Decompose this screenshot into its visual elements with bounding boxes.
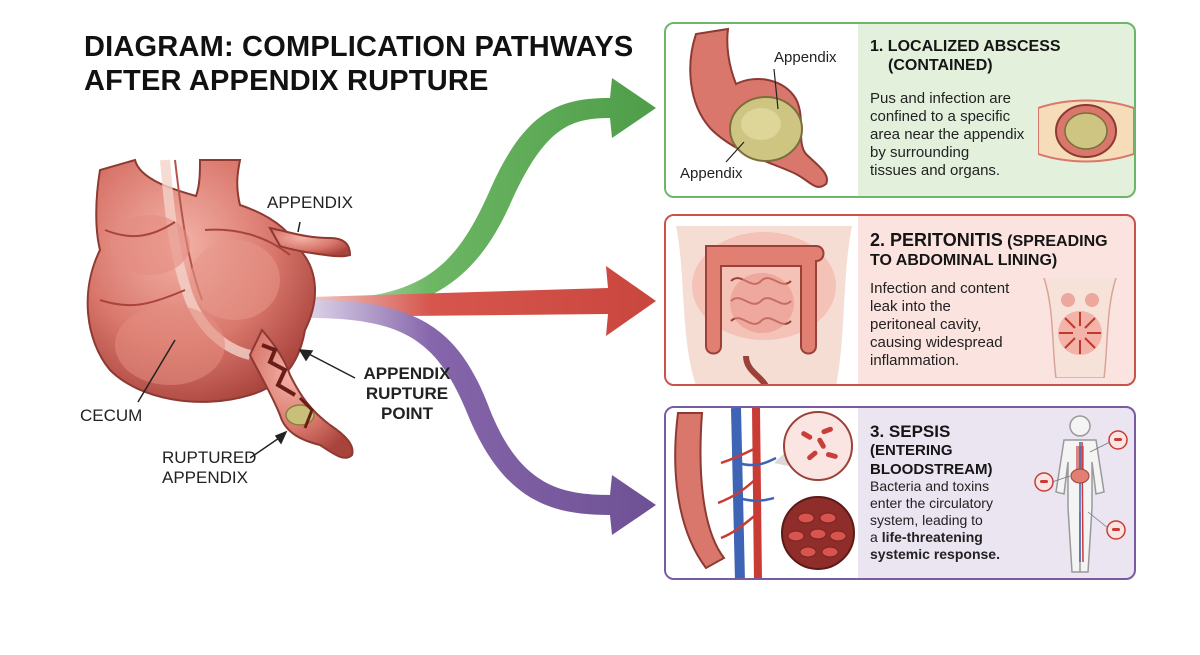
sepsis-description: Bacteria and toxins enter the circulator… (870, 478, 1040, 563)
abscess-title-line-2: (CONTAINED) (888, 57, 993, 74)
cecum-label: CECUM (80, 406, 143, 425)
arrow-abscess-pathway (310, 78, 656, 318)
peritonitis-panel: 2. PERITONITIS (SPREADING TO ABDOMINAL L… (664, 214, 1136, 386)
peritonitis-text: 2. PERITONITIS (SPREADING TO ABDOMINAL L… (862, 216, 1134, 384)
ruptured-appendix-label-line-2: APPENDIX (162, 468, 248, 487)
sepsis-desc-line: systemic response. (870, 546, 1040, 563)
ruptured-appendix-illustration (248, 328, 354, 459)
abscess-title-line-1: 1. LOCALIZED ABSCESS (870, 38, 1061, 55)
peritonitis-title-line-1: 2. PERITONITIS (SPREADING (870, 230, 1134, 251)
peritonitis-title: 2. PERITONITIS (SPREADING TO ABDOMINAL L… (870, 230, 1134, 270)
peritonitis-title-line-2: TO ABDOMINAL LINING) (870, 252, 1058, 269)
abscess-art: Appendix Appendix (666, 24, 858, 196)
label-pointers (137, 221, 356, 459)
peritonitis-art (666, 216, 858, 384)
sepsis-panel: 3. SEPSIS (ENTERING BLOODSTREAM) Bacteri… (664, 406, 1136, 580)
rupture-point-label-line-3: POINT (381, 404, 433, 423)
sepsis-title-line-1: 3. SEPSIS (870, 422, 951, 441)
sepsis-title: 3. SEPSIS (ENTERING BLOODSTREAM) (870, 422, 993, 479)
abscess-crosssection-icon (1038, 99, 1134, 163)
title-line-1: DIAGRAM: COMPLICATION PATHWAYS (84, 31, 634, 63)
sepsis-desc-line: a life-threatening (870, 529, 1040, 546)
title-line-2: AFTER APPENDIX RUPTURE (84, 65, 489, 97)
peritonitis-desc-line: leak into the (870, 298, 951, 315)
arrow-peritonitis-pathway (310, 266, 656, 336)
peritonitis-desc-line: peritoneal cavity, (870, 316, 982, 333)
abscess-art-label-bottom: Appendix (680, 165, 743, 182)
sepsis-desc-bold: life-threatening (881, 529, 983, 545)
abscess-art-label-top: Appendix (774, 49, 837, 66)
sepsis-desc-plain: a (870, 529, 882, 545)
rupture-point-label-line-1: APPENDIX (363, 364, 451, 383)
rupture-point-label: APPENDIX RUPTURE POINT (352, 364, 462, 424)
abscess-description: Pus and infection are confined to a spec… (870, 90, 1045, 180)
ruptured-appendix-label: RUPTURED APPENDIX (162, 448, 256, 488)
abscess-desc-line: Pus and infection are (870, 90, 1011, 107)
appendix-label: APPENDIX (267, 193, 353, 212)
peritonitis-desc-line: inflammation. (870, 352, 960, 369)
sepsis-desc-line: system, leading to (870, 512, 983, 528)
sepsis-title-line-2: (ENTERING (870, 442, 953, 459)
peritonitis-title-sub: (SPREADING (1002, 233, 1108, 250)
abscess-desc-line: by surrounding (870, 144, 970, 161)
ruptured-appendix-label-line-1: RUPTURED (162, 448, 257, 467)
peritonitis-title-main: 2. PERITONITIS (870, 230, 1003, 250)
abscess-desc-line: confined to a specific (870, 108, 1011, 125)
rupture-point-label-line-2: RUPTURE (365, 384, 449, 403)
peritonitis-desc-line: Infection and content (870, 280, 1010, 297)
abscess-desc-line: area near the appendix (870, 126, 1025, 143)
peritonitis-desc-line: causing widespread (870, 334, 1003, 351)
peritonitis-abdomen-image (676, 226, 852, 384)
arrow-sepsis-pathway (310, 300, 656, 535)
sepsis-bloodstream-image (674, 408, 855, 578)
human-body-sepsis-icon (1034, 415, 1128, 573)
abscess-title: 1. LOCALIZED ABSCESS (CONTAINED) (870, 37, 1061, 75)
sepsis-art (666, 408, 858, 578)
abscess-panel: Appendix Appendix 1. LOCALIZED ABSCESS (… (664, 22, 1136, 198)
sepsis-desc-line: enter the circulatory (870, 495, 993, 511)
abscess-appendix-image (689, 27, 828, 188)
abscess-desc-line: tissues and organs. (870, 162, 1001, 179)
torso-inflammation-icon (1043, 278, 1117, 378)
sepsis-text: 3. SEPSIS (ENTERING BLOODSTREAM) Bacteri… (862, 408, 1134, 578)
peritonitis-description: Infection and content leak into the peri… (870, 280, 1040, 370)
sepsis-title-line-3: BLOODSTREAM) (870, 461, 993, 478)
sepsis-desc-bold: systemic response. (870, 546, 1000, 562)
abscess-text: 1. LOCALIZED ABSCESS (CONTAINED) Pus and… (862, 24, 1134, 196)
sepsis-desc-line: Bacteria and toxins (870, 478, 990, 494)
diagram-title: DIAGRAM: COMPLICATION PATHWAYS AFTER APP… (84, 30, 664, 98)
